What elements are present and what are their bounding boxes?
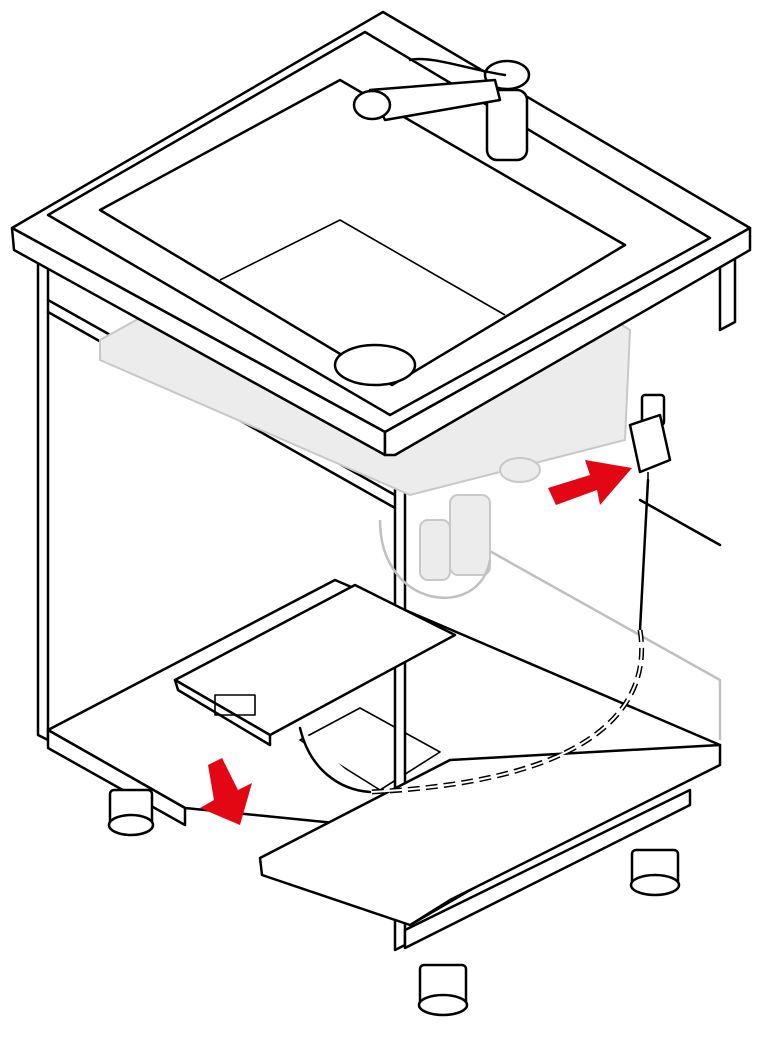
foot-left xyxy=(107,788,155,837)
control-board xyxy=(173,583,457,794)
faucet xyxy=(352,57,531,162)
adjustable-feet xyxy=(107,788,681,1017)
power-supply-unit xyxy=(369,393,672,795)
drain-hole xyxy=(333,343,417,387)
foot-front xyxy=(417,963,469,1017)
foot-right xyxy=(629,848,681,897)
sink xyxy=(46,30,712,417)
insert-arrow-icon xyxy=(548,460,632,505)
down-arrow-icon xyxy=(200,758,252,825)
